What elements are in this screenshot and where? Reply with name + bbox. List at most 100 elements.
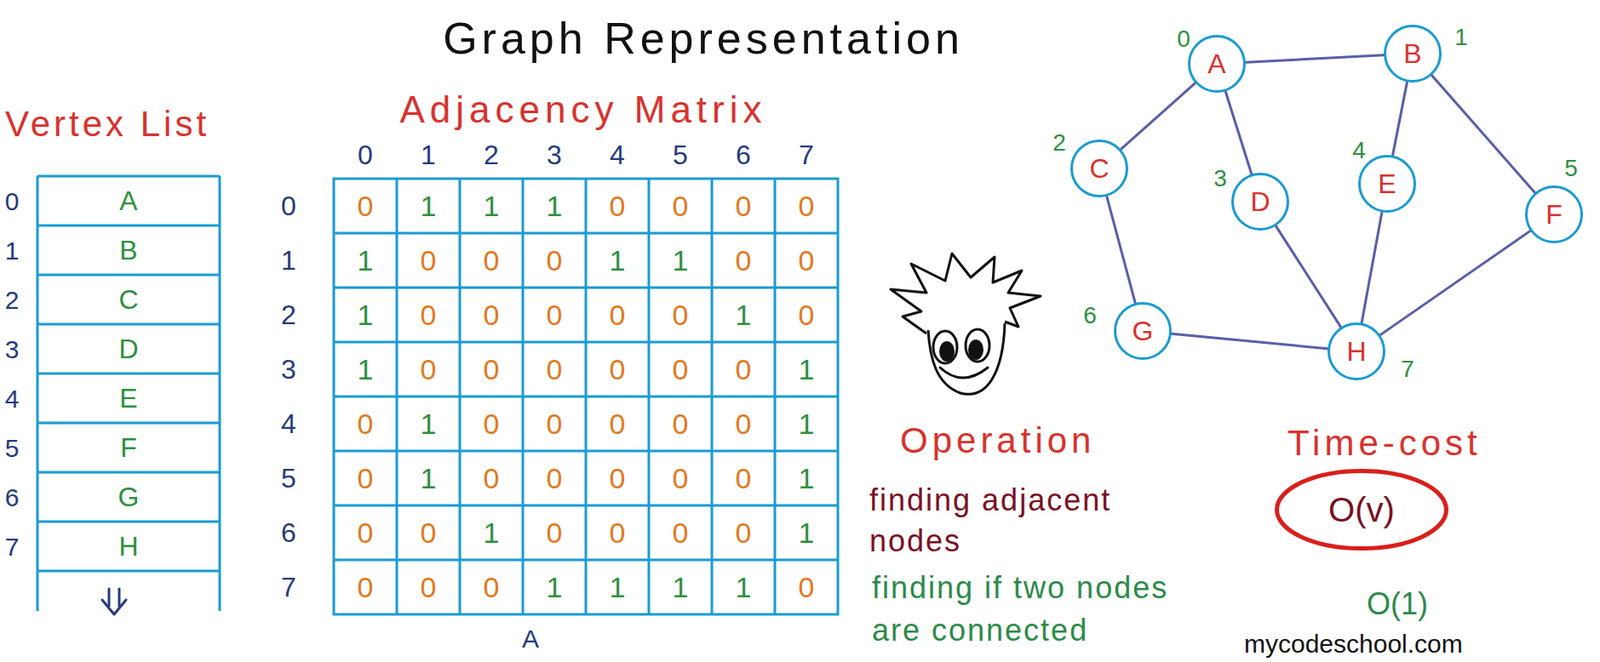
- matrix-cell: 0: [609, 189, 626, 224]
- column-heading: Time-cost: [1287, 423, 1482, 465]
- label-slot: 1: [357, 353, 374, 387]
- vertex-circle: B1: [1383, 24, 1442, 83]
- label-slot: 0: [420, 298, 437, 333]
- operation-text: finding if two nodes are connected: [871, 567, 1218, 653]
- matrix-cell: 0: [735, 462, 752, 496]
- circle-outline: [1359, 156, 1416, 213]
- matrix-cell: 1: [798, 407, 815, 442]
- graph-edge: [1393, 81, 1408, 155]
- title-slot: Graph Representation: [442, 12, 964, 64]
- vertex-letter: B: [1403, 38, 1422, 70]
- vertex-name: B: [119, 235, 138, 267]
- matrix-cell: 0: [609, 462, 626, 496]
- matrix-cell: 0: [735, 407, 752, 442]
- label-slot: 0: [798, 244, 815, 278]
- label-slot: F: [120, 432, 138, 465]
- column-index: 6: [735, 139, 752, 172]
- label-slot: 1: [420, 407, 437, 442]
- column-index: 7: [798, 139, 815, 172]
- matrix-cell: 1: [609, 244, 626, 278]
- column-index: 3: [546, 139, 563, 172]
- label-slot: H: [118, 531, 138, 563]
- label-slot: E: [119, 383, 138, 415]
- label-slot: Adjacency Matrix: [399, 87, 767, 132]
- graph-edge: [1106, 196, 1136, 304]
- matrix-cell: 0: [546, 462, 563, 496]
- matrix-cell: 0: [483, 407, 500, 442]
- operation-text: finding adjacent nodes: [869, 480, 1173, 563]
- label-slot: 0: [546, 244, 563, 278]
- label-slot: 0: [672, 353, 689, 387]
- matrix-cell: 0: [420, 244, 437, 278]
- circle-outline: [1526, 187, 1583, 243]
- index-slot: 3: [1213, 165, 1228, 193]
- label-slot: 4: [609, 139, 626, 172]
- vertex-name: E: [119, 383, 138, 415]
- label-slot: Operation: [900, 420, 1096, 462]
- graph-edge: [1171, 333, 1328, 350]
- matrix-cell: 1: [798, 462, 815, 496]
- circle-outline: [1385, 26, 1441, 82]
- vertex-name: C: [118, 284, 138, 316]
- index-slot: 7: [1400, 355, 1415, 384]
- matrix-cell: 0: [420, 516, 437, 551]
- label-slot: D: [118, 333, 138, 366]
- time-cost: O(1): [1366, 586, 1428, 622]
- graph-edge: [1380, 230, 1531, 335]
- label-slot: 1: [798, 353, 815, 387]
- label-slot: 4: [5, 384, 20, 414]
- vertex-circle: A0: [1187, 34, 1246, 93]
- matrix-cell: 1: [609, 571, 626, 605]
- label-slot: Vertex List: [5, 103, 210, 145]
- matrix-cell: 0: [420, 571, 437, 605]
- label-slot: 1: [735, 298, 752, 333]
- matrix-cell: 1: [483, 516, 500, 551]
- graph-edge: [1225, 91, 1252, 174]
- label-slot: O(1): [1366, 586, 1428, 622]
- matrix-cell: 0: [546, 298, 563, 333]
- label-slot: 1: [483, 516, 500, 551]
- label-slot: G: [118, 481, 140, 514]
- vertex-index: 1: [1454, 23, 1469, 52]
- row-index: 2: [281, 299, 297, 332]
- label-slot: 0: [357, 189, 374, 224]
- row-index: 6: [281, 517, 297, 550]
- label-slot: 0: [672, 407, 689, 442]
- vertex-index: 4: [1352, 137, 1366, 165]
- matrix-cell: 0: [798, 571, 815, 605]
- label-slot: 0: [609, 407, 626, 442]
- matrix-cell: 0: [735, 244, 752, 278]
- circle-outline: [1072, 141, 1128, 197]
- matrix-cell: 1: [420, 407, 437, 442]
- label-slot: 0: [546, 462, 563, 496]
- label-slot: 6: [281, 517, 297, 550]
- label-slot: 0: [735, 244, 752, 278]
- label-slot: 7: [798, 139, 815, 172]
- label-slot: 0: [735, 407, 752, 442]
- down-arrow-head: [102, 600, 127, 615]
- matrix-cell: 0: [357, 189, 374, 224]
- label-slot: 0: [672, 189, 689, 224]
- vertex-list-table: [37, 176, 220, 612]
- cartoon-hair: [890, 253, 1041, 334]
- matrix-cell: 1: [735, 298, 752, 333]
- vertex-circle: C2: [1070, 139, 1129, 198]
- label-slot: 1: [420, 139, 436, 172]
- matrix-cell: 0: [357, 516, 374, 551]
- vertex-circle: F5: [1525, 185, 1583, 244]
- label-slot: 1: [5, 235, 20, 266]
- matrix-cell: 1: [546, 189, 563, 224]
- vertex-index: 2: [1052, 129, 1067, 157]
- label-slot: 1: [798, 407, 815, 442]
- label-slot: 1: [483, 189, 500, 224]
- label-slot: A: [119, 185, 138, 218]
- label-slot: 0: [609, 353, 626, 387]
- column-index: 0: [357, 139, 373, 172]
- circle-outline: [1232, 174, 1289, 230]
- matrix-cell: 0: [672, 516, 689, 551]
- label-slot: 1: [609, 571, 626, 605]
- down-arrow-shaft: [108, 589, 120, 607]
- label-slot: 1: [735, 571, 752, 605]
- matrix-cell: 1: [483, 189, 500, 224]
- row-index: 1: [281, 245, 297, 277]
